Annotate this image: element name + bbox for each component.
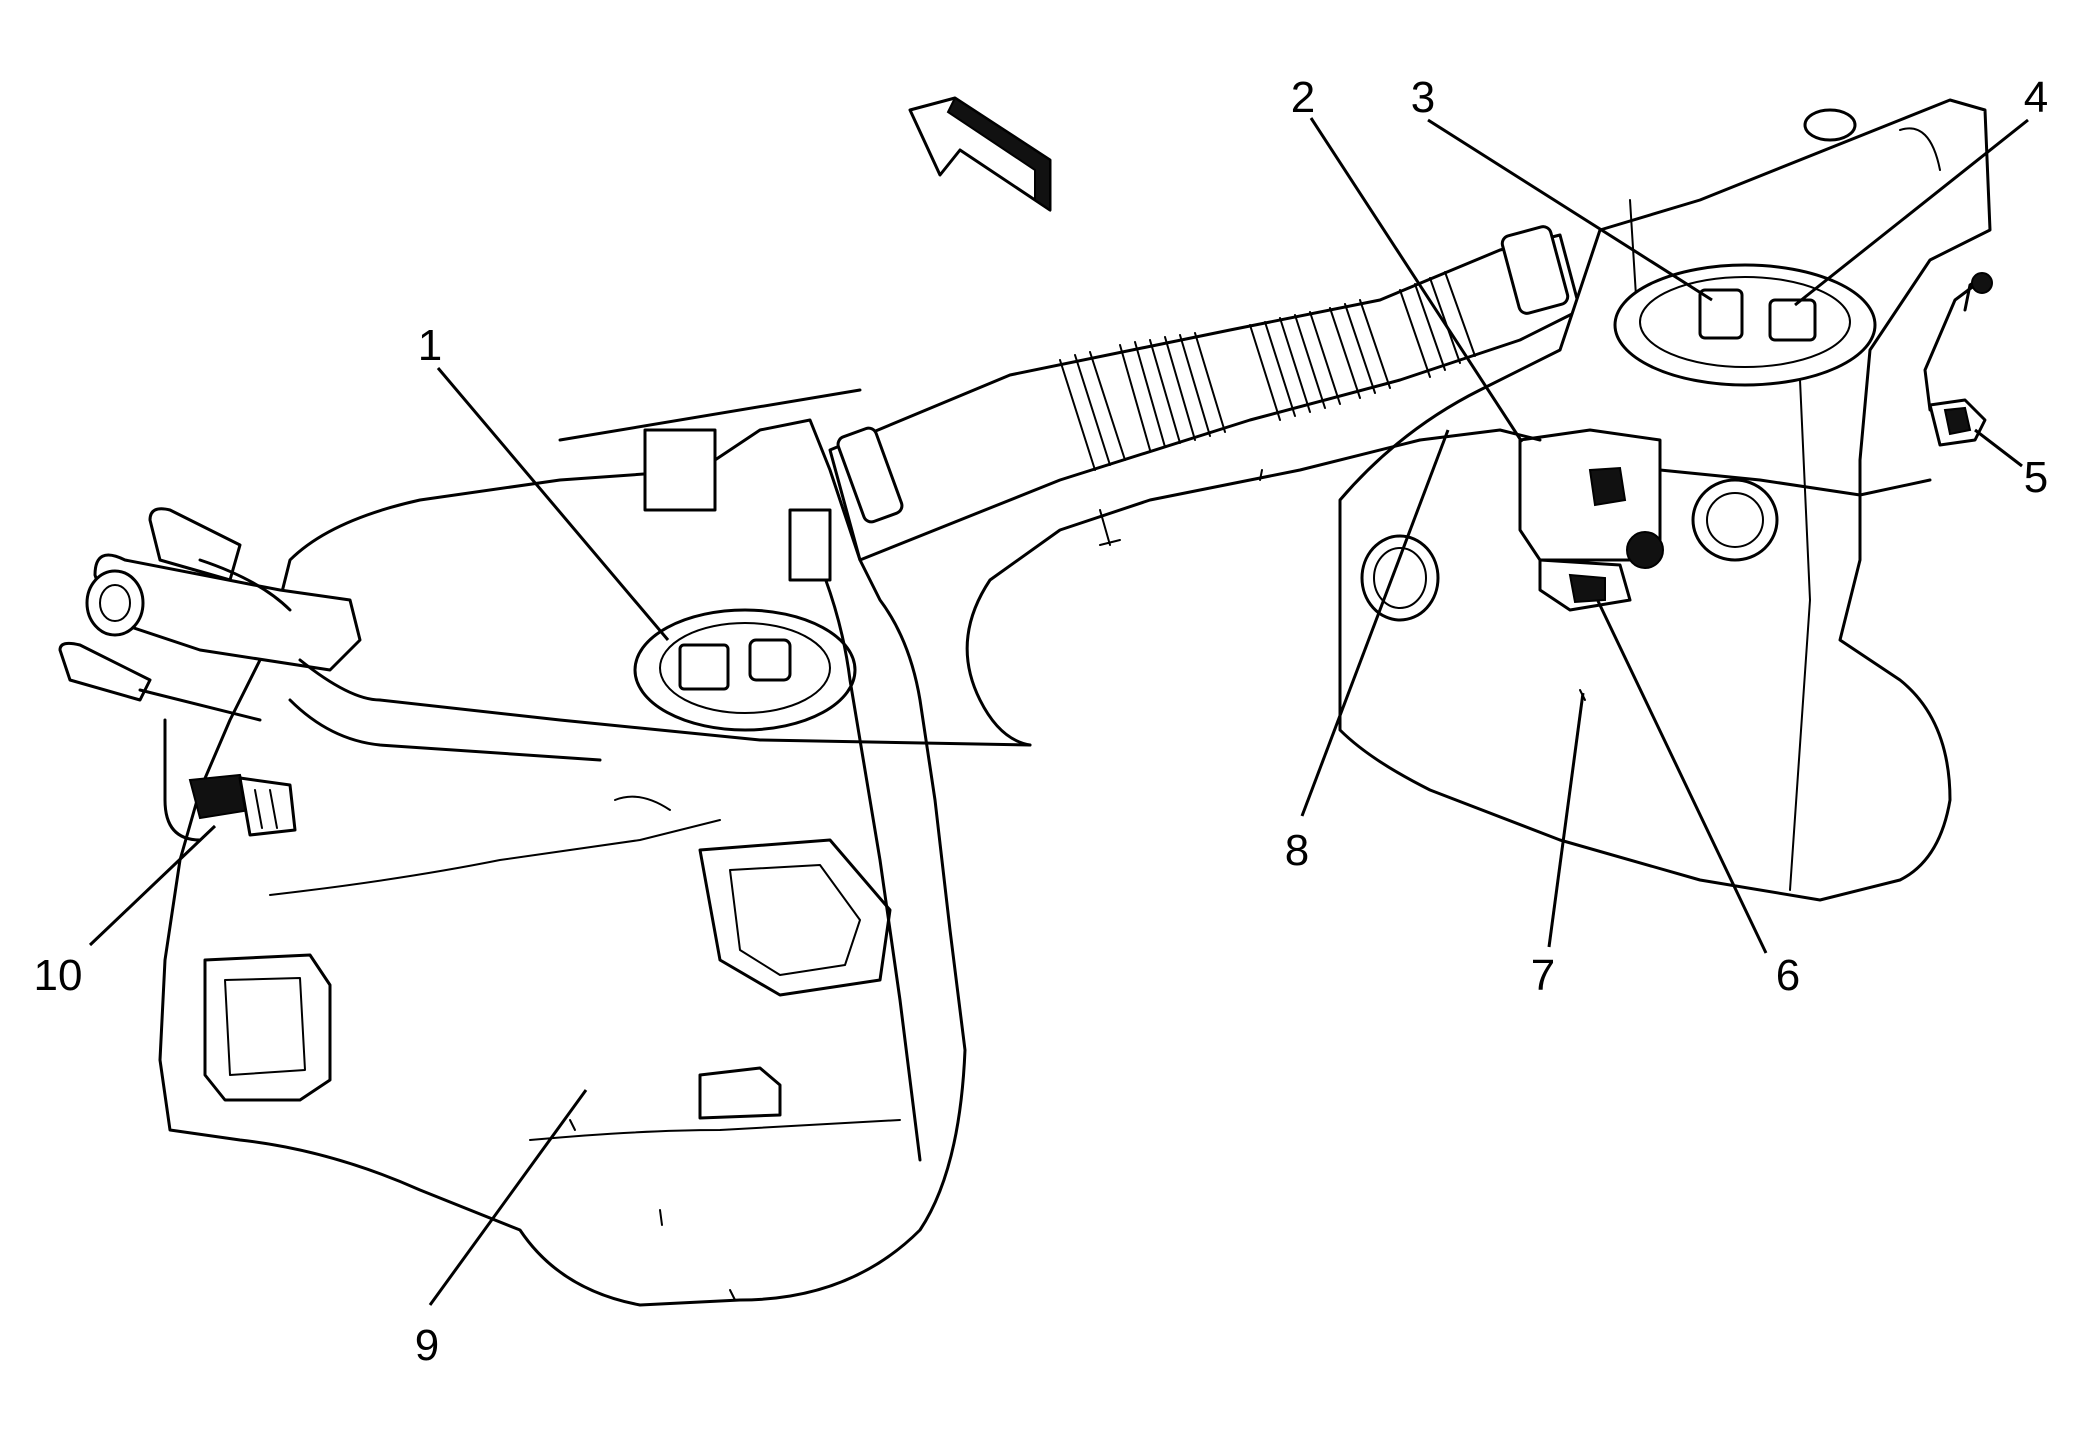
leader-8: [1300, 429, 1450, 817]
callout-6: 6: [1776, 951, 1800, 1000]
leader-9: [428, 1089, 588, 1306]
connector-10-icon: [188, 773, 297, 837]
left-fuel-tank: [158, 418, 967, 1307]
callout-4: 4: [2024, 73, 2048, 122]
connector-5-icon: [1928, 398, 1987, 447]
right-fuel-tank: [1338, 98, 1992, 902]
forward-direction-arrow-icon: [908, 96, 1052, 212]
callout-9: 9: [415, 1321, 439, 1370]
leader-6: [1596, 600, 1768, 954]
callouts: 1 2 3 4 5 6 7 8 9 10: [34, 73, 2049, 1370]
callout-1: 1: [418, 321, 442, 370]
leader-2: [1309, 117, 1524, 443]
harness-lines: [558, 272, 1993, 1162]
callout-2: 2: [1291, 73, 1315, 122]
leader-lines: [88, 117, 2029, 1306]
left-filler-neck: [58, 507, 1032, 842]
leader-10: [88, 824, 217, 947]
leader-7: [1547, 692, 1585, 948]
leader-5: [1974, 428, 2023, 468]
leader-1: [436, 367, 670, 641]
callout-7: 7: [1531, 951, 1555, 1000]
callout-10: 10: [34, 951, 83, 1000]
evap-module-6: [1518, 428, 1664, 612]
leader-4: [1794, 118, 2029, 307]
callout-5: 5: [2024, 453, 2048, 502]
callout-8: 8: [1285, 826, 1309, 875]
leader-3: [1427, 118, 1713, 302]
callout-3: 3: [1411, 73, 1435, 122]
